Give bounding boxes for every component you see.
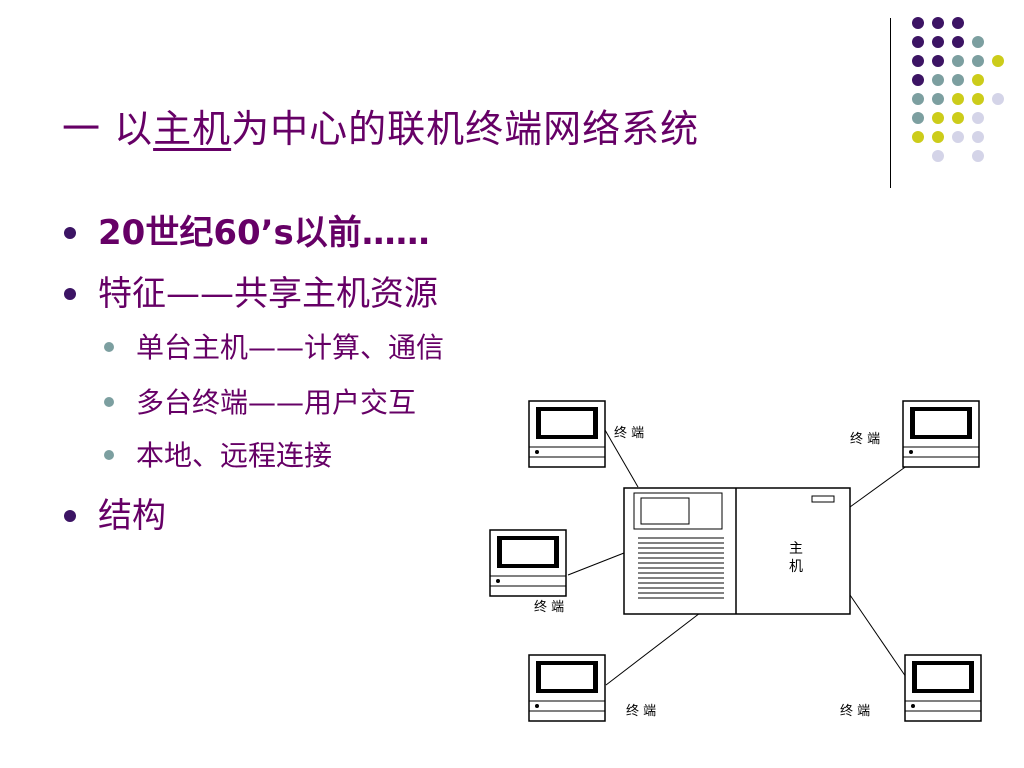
title-prefix: 一 以 [62, 107, 154, 151]
slide-title: 一 以主机为中心的联机终端网络系统 [62, 98, 699, 153]
terminal [528, 400, 606, 468]
divider-line [890, 18, 891, 188]
bullet-dot-icon [64, 287, 76, 300]
bullet-item: 特征——共享主机资源 [64, 266, 438, 315]
sub-bullet-item: 多台终端——用户交互 [104, 381, 416, 421]
terminal [902, 400, 980, 468]
host-label-line1: 主 [789, 541, 803, 557]
link-line [604, 429, 639, 488]
terminal [528, 654, 606, 722]
bullet-text: 结构 [98, 496, 166, 536]
link-line [605, 612, 701, 686]
terminal [904, 654, 982, 722]
sub-bullet-text: 多台终端——用户交互 [136, 386, 417, 419]
title-underlined-word: 主机 [153, 107, 232, 151]
bullet-text: 20世纪60’s以前…… [98, 213, 430, 253]
network-diagram: 主 机 终 端 终 端 终 端 终 端 终 端 [478, 385, 998, 735]
sub-bullet-dot-icon [104, 450, 114, 460]
terminal-label: 终 端 [626, 703, 656, 719]
sub-bullet-text: 本地、远程连接 [136, 439, 333, 472]
bullet-dot-icon [64, 226, 76, 239]
bullet-item: 20世纪60’s以前…… [64, 205, 430, 254]
link-line [849, 594, 907, 678]
sub-bullet-dot-icon [104, 342, 114, 352]
link-line [567, 552, 625, 576]
terminal-label: 终 端 [840, 703, 870, 719]
host-label-line2: 机 [789, 559, 803, 575]
sub-bullet-text: 单台主机——计算、通信 [136, 331, 445, 364]
title-suffix: 为中心的联机终端网络系统 [231, 107, 700, 151]
link-line [849, 464, 909, 508]
terminal-label: 终 端 [534, 599, 564, 615]
terminal [489, 529, 567, 597]
sub-bullet-item: 本地、远程连接 [104, 434, 332, 474]
host-computer: 主 机 [623, 487, 851, 615]
bullet-item: 结构 [64, 488, 166, 537]
terminal-label: 终 端 [614, 425, 644, 441]
sub-bullet-dot-icon [104, 397, 114, 407]
sub-bullet-item: 单台主机——计算、通信 [104, 326, 444, 366]
bullet-text: 特征——共享主机资源 [98, 274, 438, 314]
terminal-label: 终 端 [850, 431, 880, 447]
bullet-dot-icon [64, 509, 76, 522]
